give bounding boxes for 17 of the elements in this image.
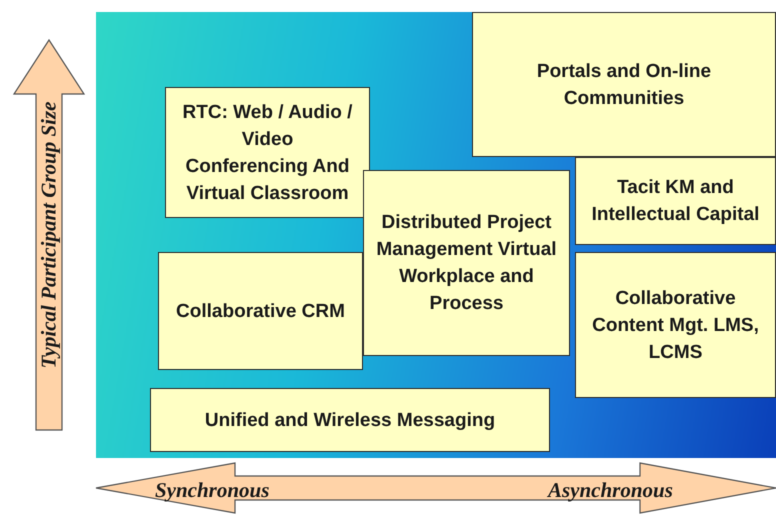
box-label: RTC: Web / Audio / Video Conferencing And Virtual Classroom: [182, 100, 354, 206]
text-box: [150, 388, 550, 452]
axis-label: Synchronous: [155, 478, 270, 503]
text-box: [363, 170, 570, 356]
box-label: Collaborative CRM: [176, 300, 345, 324]
text-box: [575, 252, 776, 398]
box-label: Unified and Wireless Messaging: [204, 408, 496, 432]
axis-label: Asynchronous: [548, 478, 673, 503]
axis-label: Typical Participant Group Size: [36, 102, 62, 368]
box-label: Collaborative Content Mgt. LMS, LCMS: [591, 286, 760, 364]
box-label: Tacit KM and Intellectual Capital: [590, 176, 760, 227]
box-label: Distributed Project Management Virtual Workplace and Process: [376, 211, 557, 316]
text-box: [165, 87, 370, 218]
text-box: [575, 157, 776, 245]
text-box: [158, 252, 363, 370]
text-box: [472, 12, 776, 157]
box-label: Portals and On-line Communities: [536, 60, 712, 110]
